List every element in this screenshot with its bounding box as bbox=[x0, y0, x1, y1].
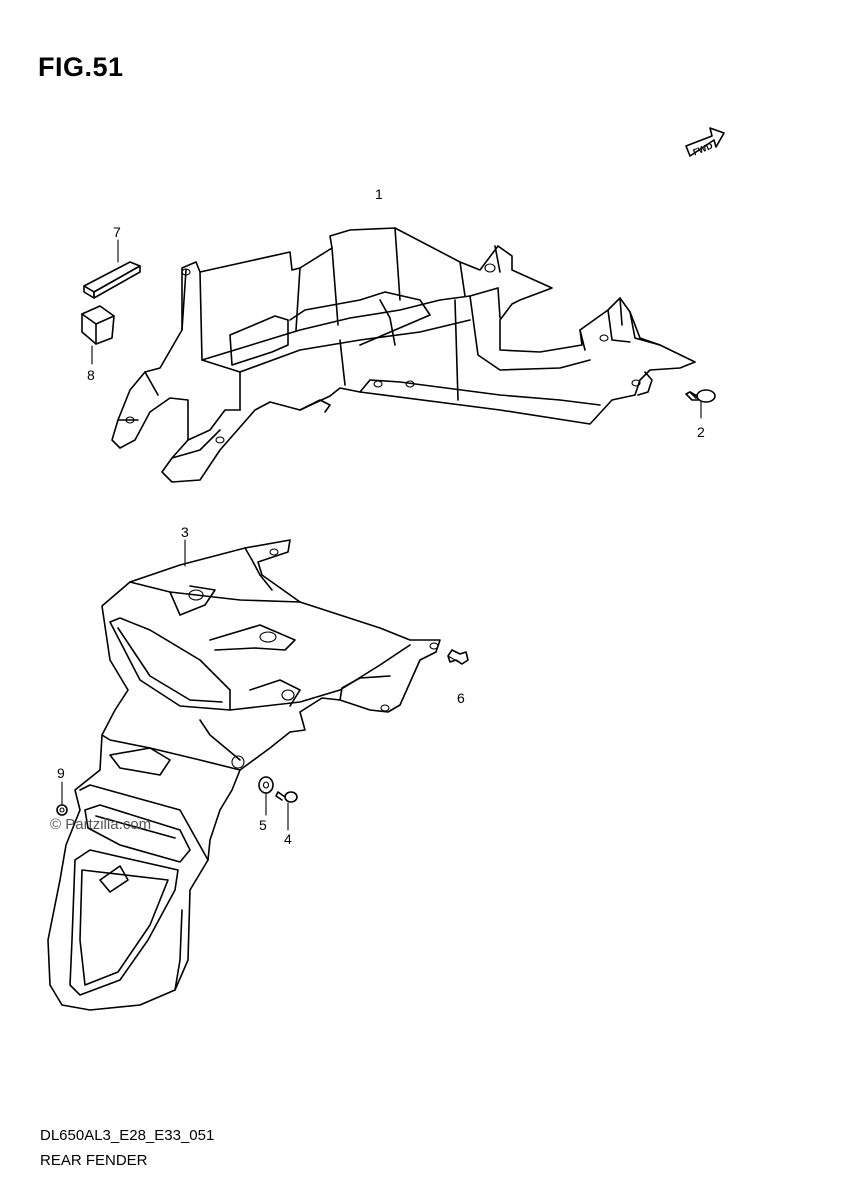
diagram-name: REAR FENDER bbox=[40, 1152, 148, 1169]
watermark: © Partzilla.com bbox=[50, 816, 152, 833]
part-2-bolt bbox=[685, 389, 716, 419]
part-5-washer bbox=[258, 776, 274, 816]
part-8-cushion-block bbox=[81, 305, 115, 365]
callout-8: 8 bbox=[87, 367, 95, 383]
callout-5: 5 bbox=[259, 817, 267, 833]
callout-1: 1 bbox=[375, 186, 383, 202]
callout-2: 2 bbox=[697, 424, 705, 440]
part-6-clip bbox=[447, 649, 469, 665]
callout-6: 6 bbox=[457, 690, 465, 706]
callout-9: 9 bbox=[57, 765, 65, 781]
figure-title: FIG.51 bbox=[38, 52, 124, 82]
diagram-code: DL650AL3_E28_E33_051 bbox=[40, 1127, 215, 1144]
part-1-rear-fender-frame bbox=[111, 227, 696, 483]
callout-7: 7 bbox=[113, 224, 121, 240]
part-4-screw bbox=[275, 791, 298, 831]
forward-arrow-icon: FWD bbox=[685, 127, 725, 157]
callout-4: 4 bbox=[284, 831, 292, 847]
part-9-small-washer bbox=[56, 781, 68, 816]
part-7-cushion bbox=[83, 239, 141, 299]
part-3-rear-fender bbox=[47, 539, 441, 1011]
callout-3: 3 bbox=[181, 524, 189, 540]
